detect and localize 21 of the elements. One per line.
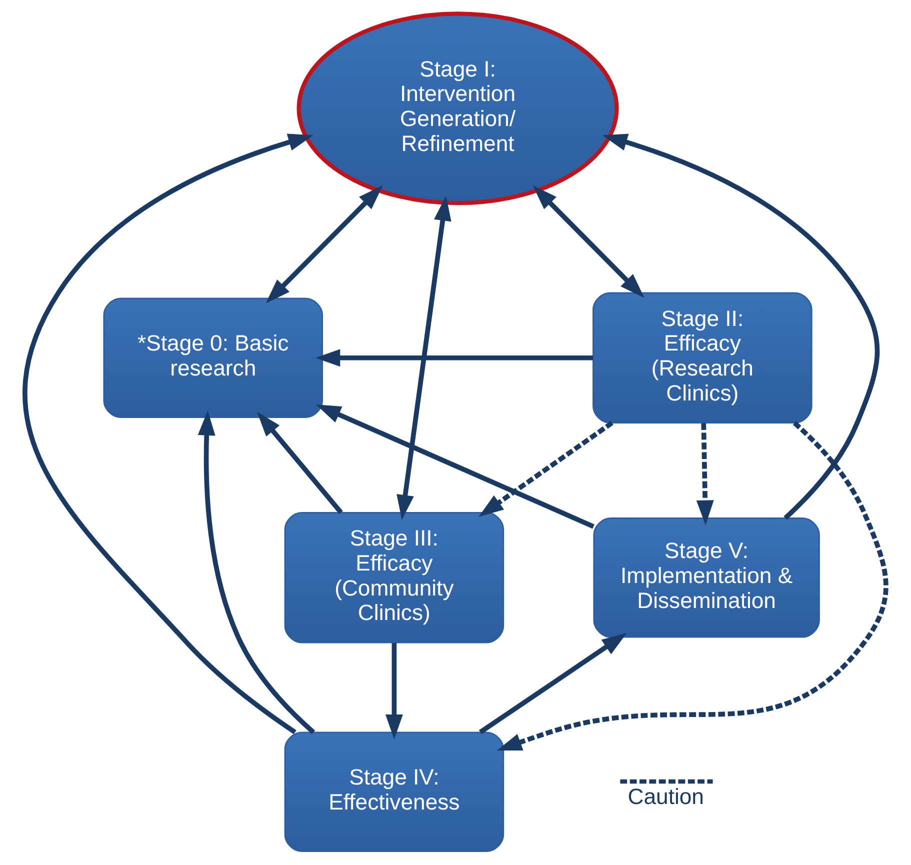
arrow bbox=[478, 420, 614, 517]
arrow bbox=[602, 134, 880, 520]
arrow bbox=[315, 349, 593, 367]
arrow bbox=[396, 196, 452, 520]
legend-label: Caution bbox=[628, 784, 704, 810]
arrow bbox=[22, 134, 314, 734]
node-box: Stage V: Implementation & Dissemination bbox=[593, 518, 820, 638]
arrow bbox=[266, 185, 383, 304]
node-box: *Stage 0: Basic research bbox=[103, 298, 323, 418]
arrow bbox=[478, 632, 627, 734]
arrow bbox=[256, 412, 343, 514]
arrow bbox=[198, 410, 316, 734]
node-box: Stage II: Efficacy (Research Clinics) bbox=[592, 292, 812, 424]
arrow bbox=[316, 404, 594, 529]
arrow bbox=[496, 421, 888, 751]
node-ellipse: Stage I: Intervention Generation/ Refinement bbox=[296, 12, 619, 206]
arrow bbox=[696, 423, 714, 526]
node-box: Stage III: Efficacy (Community Clinics) bbox=[284, 512, 504, 644]
arrow bbox=[532, 185, 644, 298]
arrow bbox=[385, 643, 403, 740]
node-box: Stage IV: Effectiveness bbox=[284, 732, 504, 852]
